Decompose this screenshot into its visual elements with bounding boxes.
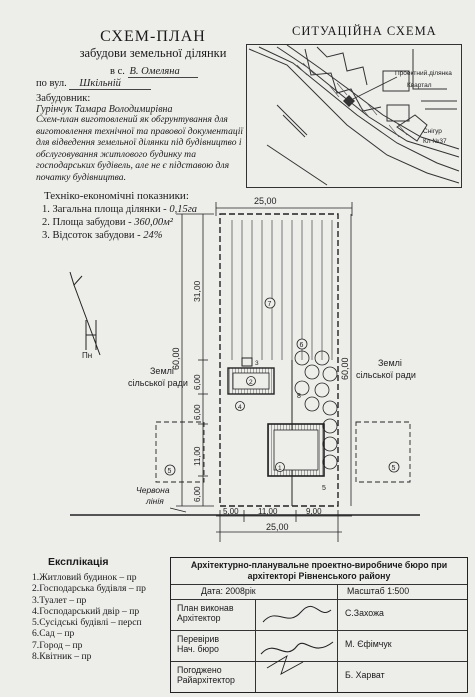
- dim-left-2: 6,00: [193, 374, 202, 390]
- label-5-left: 5: [168, 468, 172, 475]
- lands-right-2: сільської ради: [356, 370, 416, 380]
- red-line-label-1: Червона: [136, 485, 170, 495]
- site-plan: Пн 25,00 7 2 3 4: [69, 196, 420, 542]
- tep-item-2-label: 2. Площа забудови -: [42, 217, 132, 228]
- dim-bottom-3: 9,00: [306, 507, 322, 516]
- situation-label-2: Квартал: [407, 82, 432, 89]
- title-block-scale: Масштаб 1:500: [347, 586, 410, 596]
- kitchen-garden-area: [231, 220, 333, 360]
- label-3: 3: [255, 360, 259, 367]
- street-value: Шкільній: [69, 78, 151, 90]
- label-5: 5: [322, 485, 326, 492]
- row2-role: Перевірив Нач. бюро: [177, 634, 220, 654]
- signatures: [260, 605, 334, 675]
- label-2: 2: [249, 379, 253, 386]
- title-block: Архітектурно-планувальне проектно-виробн…: [170, 557, 468, 693]
- row1-role: План виконав Архітектор: [177, 603, 234, 623]
- orchard-trees: [294, 350, 338, 470]
- label-1: 1: [278, 465, 282, 472]
- label-7: 7: [268, 301, 272, 308]
- situation-label-1: Проектний.ділянка: [395, 69, 452, 77]
- label-6: 6: [300, 342, 304, 349]
- dim-left-5: 6,00: [193, 486, 202, 502]
- title-block-row-1: План виконав Архітектор С.Захожа: [171, 600, 467, 631]
- title-block-date: Дата: 2008рік: [201, 586, 256, 596]
- row1-name: С.Захожа: [345, 608, 384, 618]
- label-4: 4: [238, 404, 242, 411]
- legend-item-6: 6.Сад – пр: [32, 628, 75, 640]
- dim-left-1: 31,00: [192, 280, 202, 302]
- lands-left-1: Землі: [150, 366, 174, 376]
- disclaimer-note: Схем-план виготовлений як обгрунтування …: [36, 114, 244, 183]
- dim-bottom-total: 25,00: [266, 522, 289, 532]
- legend-item-3: 3.Туалет – пр: [32, 594, 87, 606]
- neighbour-building-left: [155, 421, 205, 483]
- row2-name: М. Єфімчук: [345, 639, 392, 649]
- lands-left-2: сільської ради: [128, 378, 188, 388]
- situation-scheme: Проектний.ділянка Квартал Снігур Кл №37: [246, 44, 462, 188]
- dim-bottom-2: 11,00: [258, 507, 278, 516]
- dim-bottom-1: 5,00: [223, 507, 239, 516]
- dim-right: 60,00: [340, 357, 350, 380]
- tep-item-1-value: 0,15га: [169, 204, 198, 215]
- tep-item-1-label: 1. Загальна площа ділянки -: [42, 204, 167, 215]
- tep-item-3: 3. Відсоток забудови - 24%: [42, 229, 162, 242]
- street-prefix: по вул.: [36, 78, 67, 89]
- dim-left-3: 6,00: [193, 404, 202, 420]
- tep-item-3-label: 3. Відсоток забудови -: [42, 230, 141, 241]
- document-title: СХЕМ-ПЛАН: [100, 28, 206, 45]
- tep-item-3-value: 24%: [143, 230, 163, 241]
- lands-right-1: Землі: [378, 358, 402, 368]
- legend-item-8: 8.Квітник – пр: [32, 651, 92, 663]
- legend-item-5: 5.Сусідські будівлі – персп: [32, 617, 142, 629]
- tep-item-2: 2. Площа забудови - 360,00м²: [42, 216, 173, 229]
- label-5-right: 5: [392, 465, 396, 472]
- neighbour-building-right: [355, 421, 411, 483]
- tep-heading: Техніко-економічні показники:: [44, 190, 189, 202]
- title-block-org-row: Архітектурно-планувальне проектно-виробн…: [171, 558, 467, 585]
- situation-title: СИТУАЦІЙНА СХЕМА: [292, 24, 437, 38]
- village-line: в с. В. Омеляна: [110, 65, 198, 78]
- developer-value: Гурінчук Тамара Володимирівна: [36, 104, 173, 115]
- title-block-row-3: Погоджено Райархітектор Б. Харват: [171, 662, 467, 691]
- developer-label: Забудовник:: [36, 93, 91, 104]
- tep-item-1: 1. Загальна площа ділянки - 0,15га: [42, 203, 197, 216]
- legend-heading: Експлікація: [48, 556, 109, 568]
- legend-list: 1.Житловий будинок – пр 2.Господарська б…: [32, 572, 168, 662]
- document-subtitle: забудови земельної ділянки: [79, 46, 227, 60]
- label-8: 8: [297, 393, 301, 400]
- red-line-label-2: лінія: [145, 496, 164, 506]
- legend-item-4: 4.Господарський двір – пр: [32, 605, 140, 617]
- dim-top: 25,00: [254, 196, 277, 206]
- legend-item-7: 7.Город – пр: [32, 639, 83, 651]
- situation-map: Проектний.ділянка Квартал Снігур Кл №37: [248, 45, 460, 186]
- title-block-row-2: Перевірив Нач. бюро М. Єфімчук: [171, 631, 467, 662]
- title-block-org: Архітектурно-планувальне проектно-виробн…: [190, 560, 448, 581]
- situation-label-4: Кл №37: [423, 138, 447, 145]
- village-prefix: в с.: [110, 66, 125, 77]
- north-arrow: [69, 271, 101, 356]
- street-line: по вул. Шкільній: [36, 77, 151, 90]
- legend-item-2: 2.Господарська будівля – пр: [32, 583, 146, 595]
- row3-role: Погоджено Райархітектор: [177, 665, 235, 685]
- row3-name: Б. Харват: [345, 670, 385, 680]
- developer-line: Забудовник:: [36, 92, 90, 105]
- dim-left-total: 60,00: [171, 347, 181, 370]
- situation-label-3: Снігур: [423, 127, 442, 135]
- dim-left-4: 11,00: [193, 446, 202, 466]
- plot-boundary: [219, 213, 339, 507]
- title-block-date-row: Дата: 2008рік Масштаб 1:500: [171, 585, 467, 600]
- tep-item-2-value: 360,00м²: [134, 217, 173, 228]
- north-label: Пн: [82, 351, 92, 360]
- legend-item-1: 1.Житловий будинок – пр: [32, 572, 137, 583]
- village-value: В. Омеляна: [127, 66, 198, 78]
